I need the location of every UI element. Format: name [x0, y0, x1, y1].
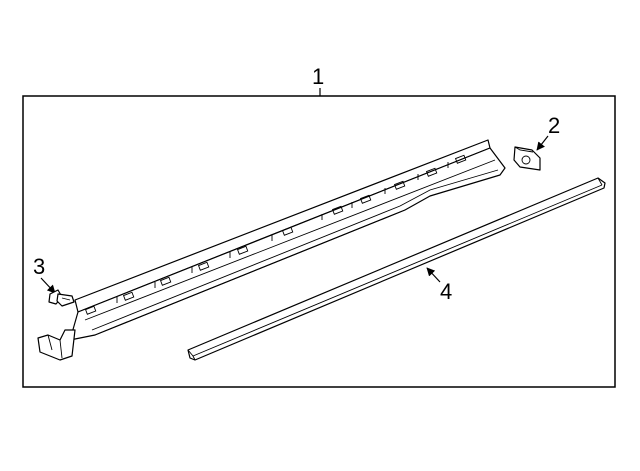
callout-2-arrow — [536, 135, 549, 151]
callout-4-arrow — [426, 267, 441, 283]
callout-3-arrow — [40, 277, 56, 294]
diagram-frame — [22, 95, 616, 388]
flange-tabs — [116, 162, 449, 303]
callout-3-label: 3 — [33, 254, 45, 279]
callout-1-label: 1 — [312, 64, 324, 89]
callout-2-label: 2 — [548, 113, 560, 138]
clip-slots — [84, 154, 467, 315]
rocker-panel-molding[interactable] — [37, 139, 506, 361]
rocker-molding-strip[interactable] — [187, 177, 606, 361]
push-pin-fastener[interactable] — [48, 289, 75, 307]
callout-4-label: 4 — [440, 279, 452, 304]
retainer-clip[interactable] — [513, 146, 541, 171]
